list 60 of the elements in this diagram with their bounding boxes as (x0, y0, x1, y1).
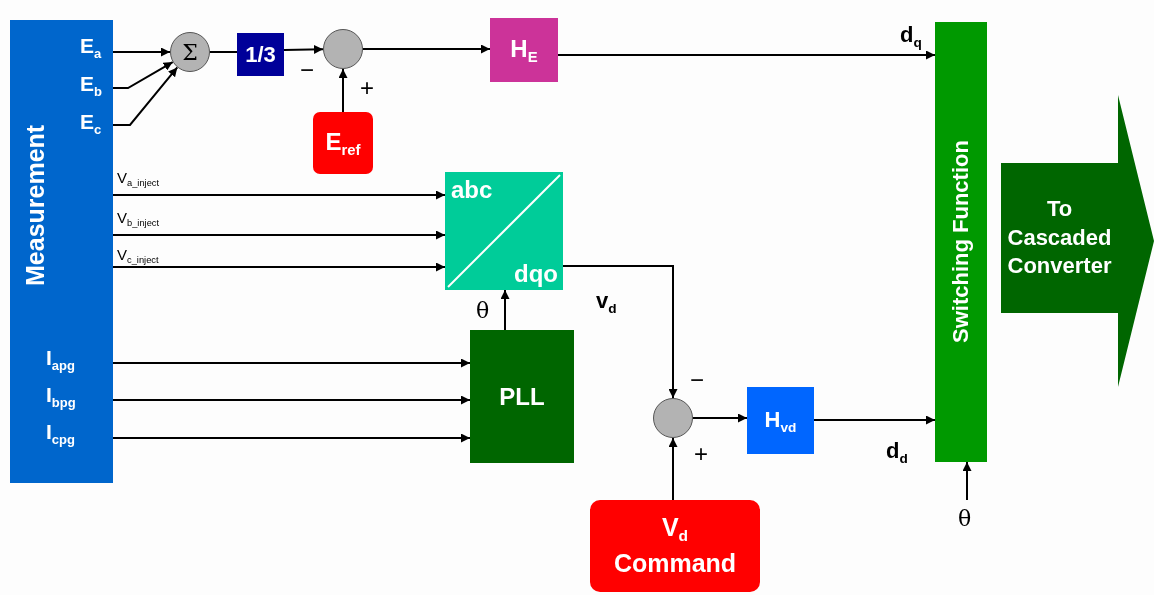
signal-label: E$_{b}$ (80, 72, 102, 99)
sign-label: + (694, 442, 708, 466)
signal-arrow (962, 461, 972, 501)
controller-block (490, 18, 558, 82)
signal-arrow (283, 45, 324, 54)
sign-label: + (360, 76, 374, 100)
sign-label: − (300, 58, 314, 82)
pll-block (470, 330, 574, 463)
signal-arrow (112, 230, 446, 240)
signal-label: I$_{cpg}$ (46, 420, 75, 447)
block-label: E$_{ref}$ (324, 126, 362, 161)
controller-block (747, 387, 814, 454)
block-label: H$_{E}$ (509, 33, 539, 68)
gain-block (237, 33, 284, 76)
block-title: Measurement (20, 123, 50, 288)
signal-arrow (500, 289, 510, 331)
signal-arrow (692, 413, 748, 423)
block-label: V$_{d}$ Command (612, 511, 738, 580)
signal-arrow (668, 437, 678, 501)
signal-arrow (562, 265, 678, 399)
signal-label: V$_{c_inject}$ (117, 247, 159, 266)
reference-block (313, 112, 373, 174)
signal-arrow (112, 395, 471, 405)
block-label: 1/3 (244, 40, 277, 69)
signal-arrow (112, 433, 471, 443)
signal-arrow (112, 47, 171, 57)
signal-line (209, 51, 238, 53)
signal-label: E$_{c}$ (80, 110, 102, 137)
signal-label: V$_{a_inject}$ (117, 170, 160, 189)
signal-label: I$_{apg}$ (46, 346, 75, 373)
sigma-symbol: Σ (181, 38, 199, 67)
signal-label: d$_{q}$ (900, 24, 922, 50)
switching-function-block (935, 22, 987, 462)
transform-block (445, 172, 563, 290)
signal-arrow (112, 262, 446, 272)
signal-arrow (112, 358, 471, 368)
signal-label: E$_{a}$ (80, 34, 102, 61)
signal-arrow (362, 44, 491, 54)
signal-arrow (813, 415, 936, 425)
transform-label: dqo (514, 260, 558, 288)
measurement-block (10, 20, 113, 483)
output-arrow (998, 95, 1154, 387)
output-label: To Cascaded Converter (1006, 195, 1113, 281)
signal-label: d$_{d}$ (886, 440, 908, 466)
signal-label: V$_{b_inject}$ (117, 210, 160, 229)
block-label: H$_{vd}$ (763, 405, 798, 437)
summing-junction (653, 398, 693, 438)
signal-arrow (338, 68, 348, 113)
signal-arrow (112, 190, 446, 200)
block-label: PLL (498, 381, 546, 412)
block-title: Switching Function (947, 139, 974, 346)
transform-label: abc (451, 176, 493, 204)
summation-circle (170, 32, 210, 72)
sign-label: − (690, 368, 704, 392)
summing-junction (323, 29, 363, 69)
command-block (590, 500, 760, 592)
signal-arrow (557, 50, 936, 60)
signal-arrow (112, 61, 174, 89)
signal-label: I$_{bpg}$ (46, 383, 76, 410)
signal-arrow (112, 66, 179, 126)
